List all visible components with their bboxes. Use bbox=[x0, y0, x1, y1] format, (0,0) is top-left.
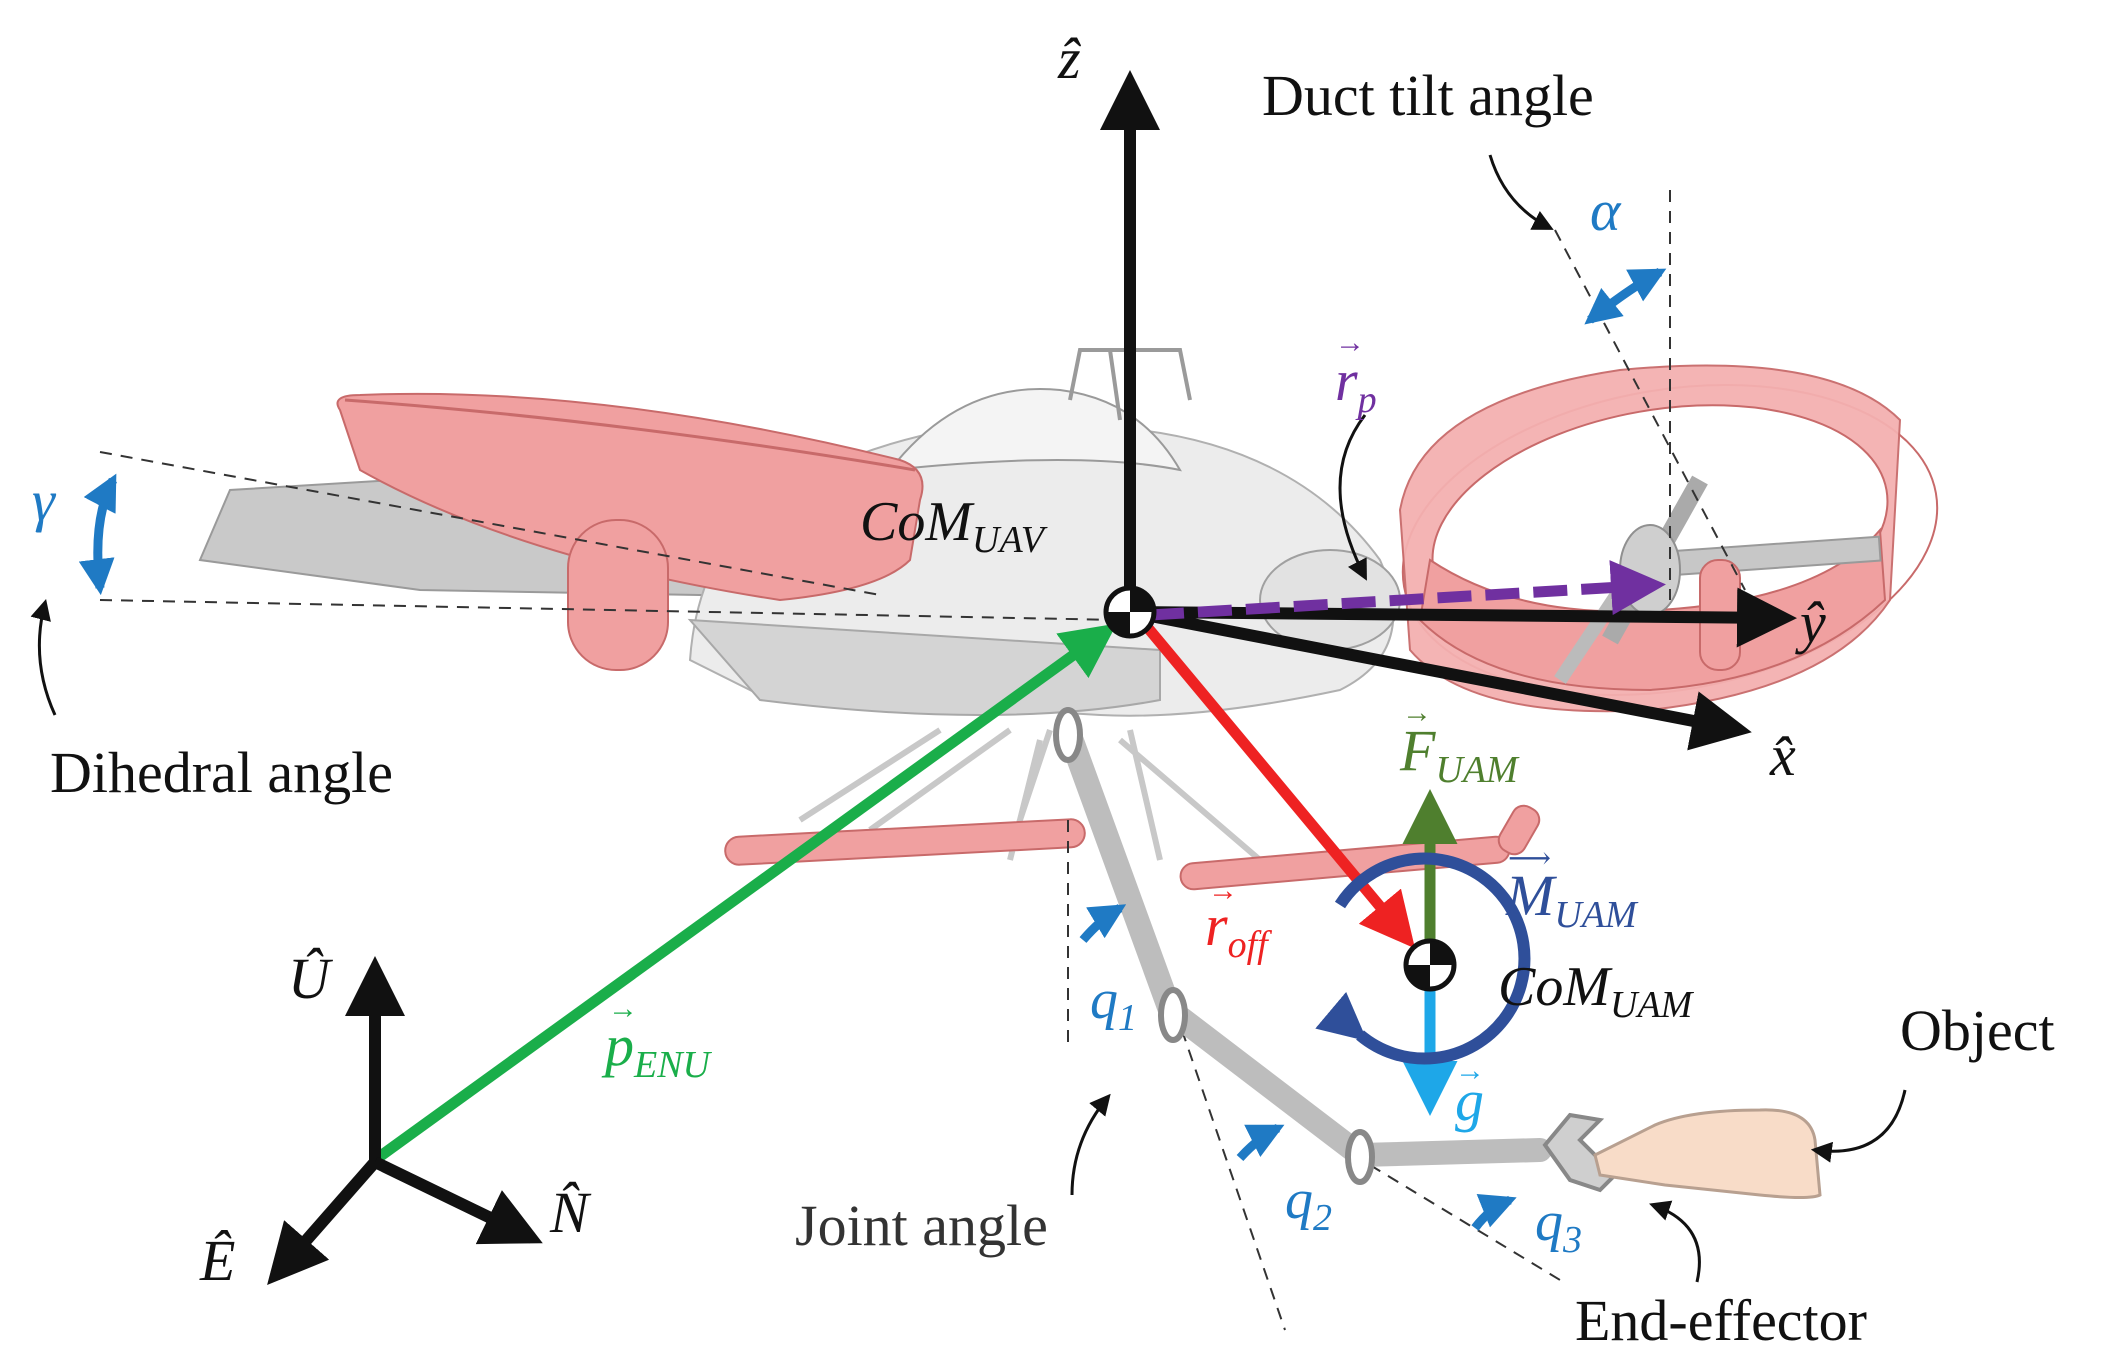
duct-tilt-callout bbox=[1488, 154, 1554, 230]
z-axis-label: ẑ bbox=[1057, 26, 1081, 91]
x-axis-label: x̂ bbox=[1769, 723, 1796, 788]
g-label: → g bbox=[1455, 1054, 1485, 1133]
q2-arrow bbox=[1236, 1123, 1285, 1162]
enu-frame bbox=[267, 956, 543, 1286]
n-axis-label: N̂ bbox=[549, 1180, 592, 1245]
y-axis-arrow bbox=[1129, 587, 1797, 648]
angle-indicators bbox=[78, 268, 1667, 1231]
left-duct-rim bbox=[344, 398, 916, 472]
callout-arrows bbox=[30, 154, 1907, 1283]
left-nacelle bbox=[567, 519, 669, 671]
e-axis-arrow bbox=[267, 1158, 380, 1286]
skid-tip bbox=[1497, 804, 1541, 856]
y-axis-label: ŷ bbox=[1795, 590, 1826, 655]
joint-2 bbox=[1158, 987, 1188, 1043]
joint-3 bbox=[1345, 1129, 1375, 1185]
svg-text:⟶: ⟶ bbox=[1508, 842, 1551, 875]
svg-text:rp: rp bbox=[1335, 348, 1377, 421]
x-axis-arrow bbox=[1128, 606, 1752, 751]
dihedral-callout bbox=[30, 598, 57, 716]
svg-text:roff: roff bbox=[1205, 893, 1272, 966]
r-off-vector bbox=[1143, 624, 1416, 949]
object-shape bbox=[1593, 1108, 1822, 1199]
svg-text:→: → bbox=[1455, 1054, 1485, 1087]
svg-text:→: → bbox=[1208, 874, 1238, 907]
object-callout bbox=[1810, 1089, 1907, 1163]
left-skid-tube bbox=[724, 818, 1086, 866]
q2-label: q2 bbox=[1285, 1169, 1332, 1239]
manipulator-arm bbox=[1053, 707, 1822, 1199]
u-axis-label: Û bbox=[288, 946, 334, 1011]
e-axis-label: Ê bbox=[199, 1228, 235, 1293]
q3-label: q3 bbox=[1535, 1191, 1582, 1261]
body-frame bbox=[1100, 70, 1797, 751]
gamma-arrow bbox=[78, 473, 118, 596]
com-uam-label: CoMUAM bbox=[1498, 956, 1695, 1026]
r-p-label: → rp bbox=[1335, 326, 1377, 421]
dihedral-angle-label: Dihedral angle bbox=[50, 740, 393, 805]
n-axis-arrow bbox=[372, 1156, 543, 1245]
labels: ẑ ŷ x̂ Duct tilt angle α γ Dihedral angl… bbox=[32, 26, 2055, 1353]
joint-1 bbox=[1053, 707, 1083, 763]
joint-angle-label: Joint angle bbox=[795, 1193, 1048, 1258]
end-effector-label: End-effector bbox=[1575, 1288, 1867, 1353]
duct-tilt-angle-label: Duct tilt angle bbox=[1262, 63, 1594, 128]
svg-text:pENU: pENU bbox=[601, 1013, 713, 1086]
end-effector-callout bbox=[1649, 1200, 1701, 1283]
r-p-callout bbox=[1338, 414, 1367, 581]
q1-label: q1 bbox=[1090, 969, 1137, 1039]
p-enu-label: → pENU bbox=[601, 992, 713, 1086]
svg-text:FUAM: FUAM bbox=[1399, 718, 1520, 791]
gamma-label: γ bbox=[32, 468, 57, 533]
canopy bbox=[887, 388, 1182, 472]
com-uav-marker bbox=[1103, 585, 1157, 639]
p-enu-vector bbox=[371, 623, 1117, 1165]
r-off-label: → roff bbox=[1205, 874, 1272, 966]
rear-intake bbox=[1259, 549, 1401, 651]
com-uav-label: CoMUAV bbox=[860, 491, 1048, 561]
q3-arrow bbox=[1471, 1193, 1517, 1231]
alpha-label: α bbox=[1590, 178, 1622, 243]
com-uam-marker bbox=[1403, 938, 1457, 992]
q1-arrow bbox=[1079, 904, 1127, 943]
svg-text:→: → bbox=[1402, 696, 1432, 729]
f-uam-label: → FUAM bbox=[1399, 696, 1520, 791]
m-uam-label: ⟶ MUAM bbox=[1505, 842, 1639, 936]
object-label: Object bbox=[1900, 998, 2055, 1063]
r-p-vector bbox=[1149, 560, 1666, 621]
svg-text:→: → bbox=[1335, 326, 1365, 359]
svg-text:g: g bbox=[1455, 1068, 1484, 1133]
m-uam-arc bbox=[1315, 852, 1531, 1065]
svg-text:→: → bbox=[608, 992, 638, 1025]
svg-text:MUAM: MUAM bbox=[1505, 863, 1639, 936]
alpha-arrow bbox=[1584, 268, 1667, 325]
joint-angle-callout bbox=[1070, 1093, 1111, 1196]
